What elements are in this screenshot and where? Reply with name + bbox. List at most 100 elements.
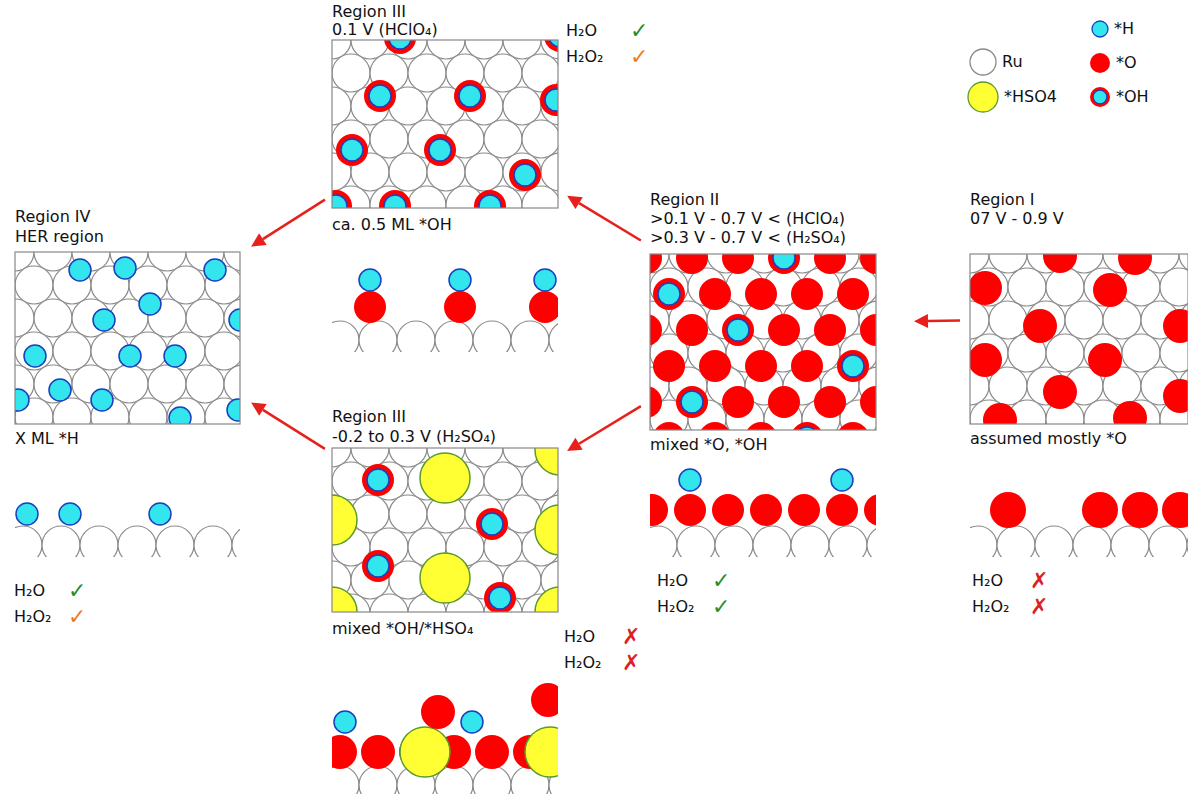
- o-atom: [722, 386, 754, 418]
- legend-swatch: [1092, 21, 1108, 37]
- top-view-region-3a: [332, 40, 558, 208]
- product-label: H₂O: [564, 628, 595, 646]
- ru-atom: [989, 301, 1027, 339]
- side-view-region-1: [970, 492, 1188, 557]
- legend-swatch: [1090, 87, 1110, 107]
- h-atom: [681, 391, 703, 413]
- o-atom: [1122, 492, 1158, 528]
- ru-atom: [80, 526, 118, 557]
- selectivity-mark: ✓: [630, 20, 648, 42]
- top-view-region-3b: [332, 448, 558, 612]
- h-atom: [341, 139, 363, 161]
- coverage-caption: X ML *H: [15, 430, 79, 448]
- hso4-adsorbate: [332, 495, 357, 545]
- selectivity-mark: ✓: [630, 46, 648, 68]
- transition-arrow: [263, 200, 325, 240]
- o-atom: [676, 314, 708, 346]
- hso4-adsorbate: [525, 727, 558, 777]
- o-atom: [474, 190, 506, 208]
- o-atom: [332, 190, 352, 208]
- ru-atom: [15, 332, 53, 370]
- o-atom: [332, 735, 357, 769]
- h-atom: [831, 469, 853, 491]
- h-atom: [514, 164, 536, 186]
- h-atom: [16, 503, 38, 525]
- o-atom: [650, 386, 662, 418]
- o-atom: [768, 314, 800, 346]
- transition-arrow: [928, 319, 960, 322]
- ru-atom: [829, 526, 867, 557]
- ru-atom: [332, 87, 351, 125]
- o-atom: [476, 508, 508, 540]
- coverage-caption: assumed mostly *O: [970, 430, 1127, 448]
- o-atom: [1043, 254, 1077, 273]
- ru-atom: [549, 321, 558, 352]
- h-atom: [658, 283, 680, 305]
- o-atom: [484, 582, 516, 612]
- panel-ground: [970, 254, 1188, 424]
- product-label: H₂O₂: [657, 598, 694, 616]
- h-atom: [842, 355, 864, 377]
- ru-atom: [1046, 268, 1084, 306]
- o-atom: [362, 464, 394, 496]
- hso4-adsorbate: [332, 587, 357, 612]
- h-atom: [114, 257, 136, 279]
- ru-atom: [677, 526, 715, 557]
- ru-atom: [650, 526, 677, 557]
- o-atom: [814, 254, 846, 274]
- o-atom: [1023, 309, 1057, 343]
- region-title: Region II: [650, 191, 719, 209]
- ru-atom: [389, 495, 427, 533]
- h-atom: [227, 399, 240, 421]
- o-atom: [837, 422, 869, 430]
- ru-atom: [541, 153, 558, 191]
- o-atom: [722, 314, 754, 346]
- coverage-caption: ca. 0.5 ML *OH: [332, 216, 452, 234]
- h-atom: [449, 269, 471, 291]
- h-atom: [489, 587, 511, 609]
- potential-range: 0.1 V (HClO₄): [332, 21, 438, 39]
- o-atom: [676, 254, 708, 274]
- h-atom: [139, 293, 161, 315]
- h-atom: [389, 40, 411, 49]
- panel-frame: [332, 448, 558, 612]
- o-atom: [791, 422, 823, 430]
- o-atom: [1163, 309, 1188, 343]
- ru-atom: [156, 526, 194, 557]
- h-atom: [91, 389, 113, 411]
- top-view-region-2: [650, 254, 876, 430]
- selectivity-mark: ✓: [68, 580, 86, 602]
- ru-atom: [715, 526, 753, 557]
- ru-atom: [503, 87, 541, 125]
- h-atom: [429, 139, 451, 161]
- o-atom: [424, 134, 456, 166]
- panel-frame: [15, 252, 240, 424]
- ru-atom: [194, 526, 232, 557]
- ru-atom: [997, 526, 1035, 557]
- ru-atom: [397, 321, 435, 352]
- ru-atom: [867, 526, 876, 557]
- ru-atom: [1122, 334, 1160, 372]
- o-atom: [712, 494, 744, 526]
- legend-text: *OH: [1116, 88, 1149, 106]
- region-panel: Region I07 V - 0.9 Vassumed mostly *O: [966, 188, 1188, 450]
- h-atom: [679, 469, 701, 491]
- h-atom: [534, 269, 556, 291]
- h-atom: [119, 345, 141, 367]
- selectivity-mark: ✗: [622, 652, 640, 674]
- o-atom: [814, 314, 846, 346]
- o-atom: [745, 422, 777, 430]
- ru-atom: [484, 54, 522, 92]
- o-atom: [362, 550, 394, 582]
- h-atom: [384, 195, 406, 208]
- o-atom: [650, 314, 662, 346]
- hso4-adsorbate: [535, 505, 558, 555]
- ru-atom: [484, 462, 522, 500]
- region-panel: Region II>0.1 V - 0.7 V < (HClO₄)>0.3 V …: [646, 188, 908, 458]
- o-atom: [1043, 375, 1077, 409]
- legend-text: *H: [1114, 20, 1134, 38]
- o-atom: [475, 735, 509, 769]
- product-label: H₂O: [657, 572, 688, 590]
- ru-atom: [186, 299, 224, 337]
- potential-range: HER region: [15, 228, 104, 246]
